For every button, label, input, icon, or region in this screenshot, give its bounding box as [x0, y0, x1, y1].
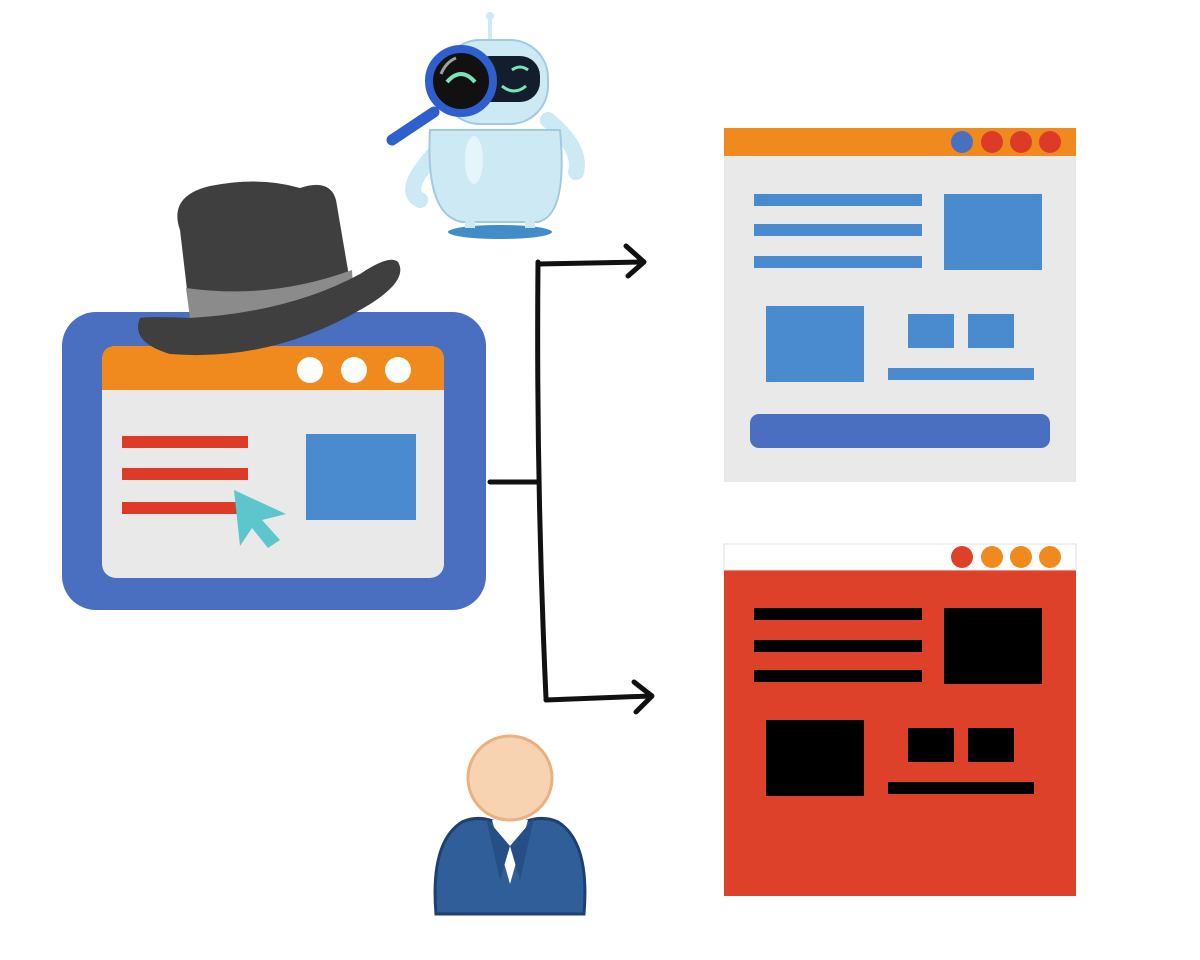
image-block — [944, 608, 1042, 684]
text-line — [754, 256, 922, 268]
text-line — [754, 670, 922, 682]
malicious-page — [723, 543, 1077, 896]
arrowhead-top — [623, 243, 647, 279]
magnifying-glass-icon — [386, 45, 497, 146]
window-dot — [951, 131, 973, 153]
window-dot — [1039, 546, 1061, 568]
thumb-block — [908, 728, 954, 762]
image-block — [766, 306, 864, 382]
image-block — [944, 194, 1042, 270]
bot-body — [428, 129, 563, 223]
bot-antenna-tip — [486, 12, 494, 20]
text-line — [122, 436, 248, 448]
text-line — [888, 368, 1034, 380]
user-head — [466, 734, 554, 822]
window-dot — [1039, 131, 1061, 153]
thumb-block — [968, 728, 1014, 762]
text-line — [754, 224, 922, 236]
thumb-block — [968, 314, 1014, 348]
arrow-to-malicious-page — [543, 693, 653, 703]
bot-body-highlight — [465, 136, 483, 184]
hat-crown — [177, 181, 350, 300]
bot-smile — [501, 84, 527, 93]
magnifier-handle — [386, 106, 440, 146]
arrow-to-clean-page — [535, 259, 645, 267]
bot-right-arm — [540, 112, 585, 180]
window-dot — [1010, 131, 1032, 153]
window-dot — [981, 131, 1003, 153]
vertical-line — [535, 259, 549, 701]
arrowhead-bottom — [631, 679, 655, 715]
text-line — [888, 782, 1034, 794]
window-dot — [385, 357, 411, 383]
text-line — [754, 608, 922, 620]
user-lapel-right — [510, 818, 534, 880]
text-line — [754, 194, 922, 206]
button-bar — [750, 414, 1050, 448]
window-dot — [951, 546, 973, 568]
mouse-pointer-icon — [234, 490, 286, 548]
bot-eye — [511, 65, 529, 72]
image-block — [306, 434, 416, 520]
magnifier-lens — [425, 45, 497, 117]
window-dot — [297, 357, 323, 383]
window-dot — [341, 357, 367, 383]
user-lapel-left — [486, 818, 510, 880]
image-block — [766, 720, 864, 796]
text-line — [754, 640, 922, 652]
text-line — [122, 468, 248, 480]
bot-shadow — [448, 225, 552, 239]
clean-page — [724, 128, 1076, 482]
window-dot — [981, 546, 1003, 568]
hat-brim — [138, 259, 401, 356]
branch-arrows — [487, 243, 655, 715]
window-dot — [1010, 546, 1032, 568]
thumb-block — [908, 314, 954, 348]
fedora-hat-icon — [138, 181, 401, 356]
magnifier-glint — [439, 56, 457, 75]
text-line — [122, 502, 248, 514]
magnifier-eye — [445, 72, 477, 84]
user-icon — [433, 734, 587, 916]
cloaked-website — [62, 312, 486, 610]
